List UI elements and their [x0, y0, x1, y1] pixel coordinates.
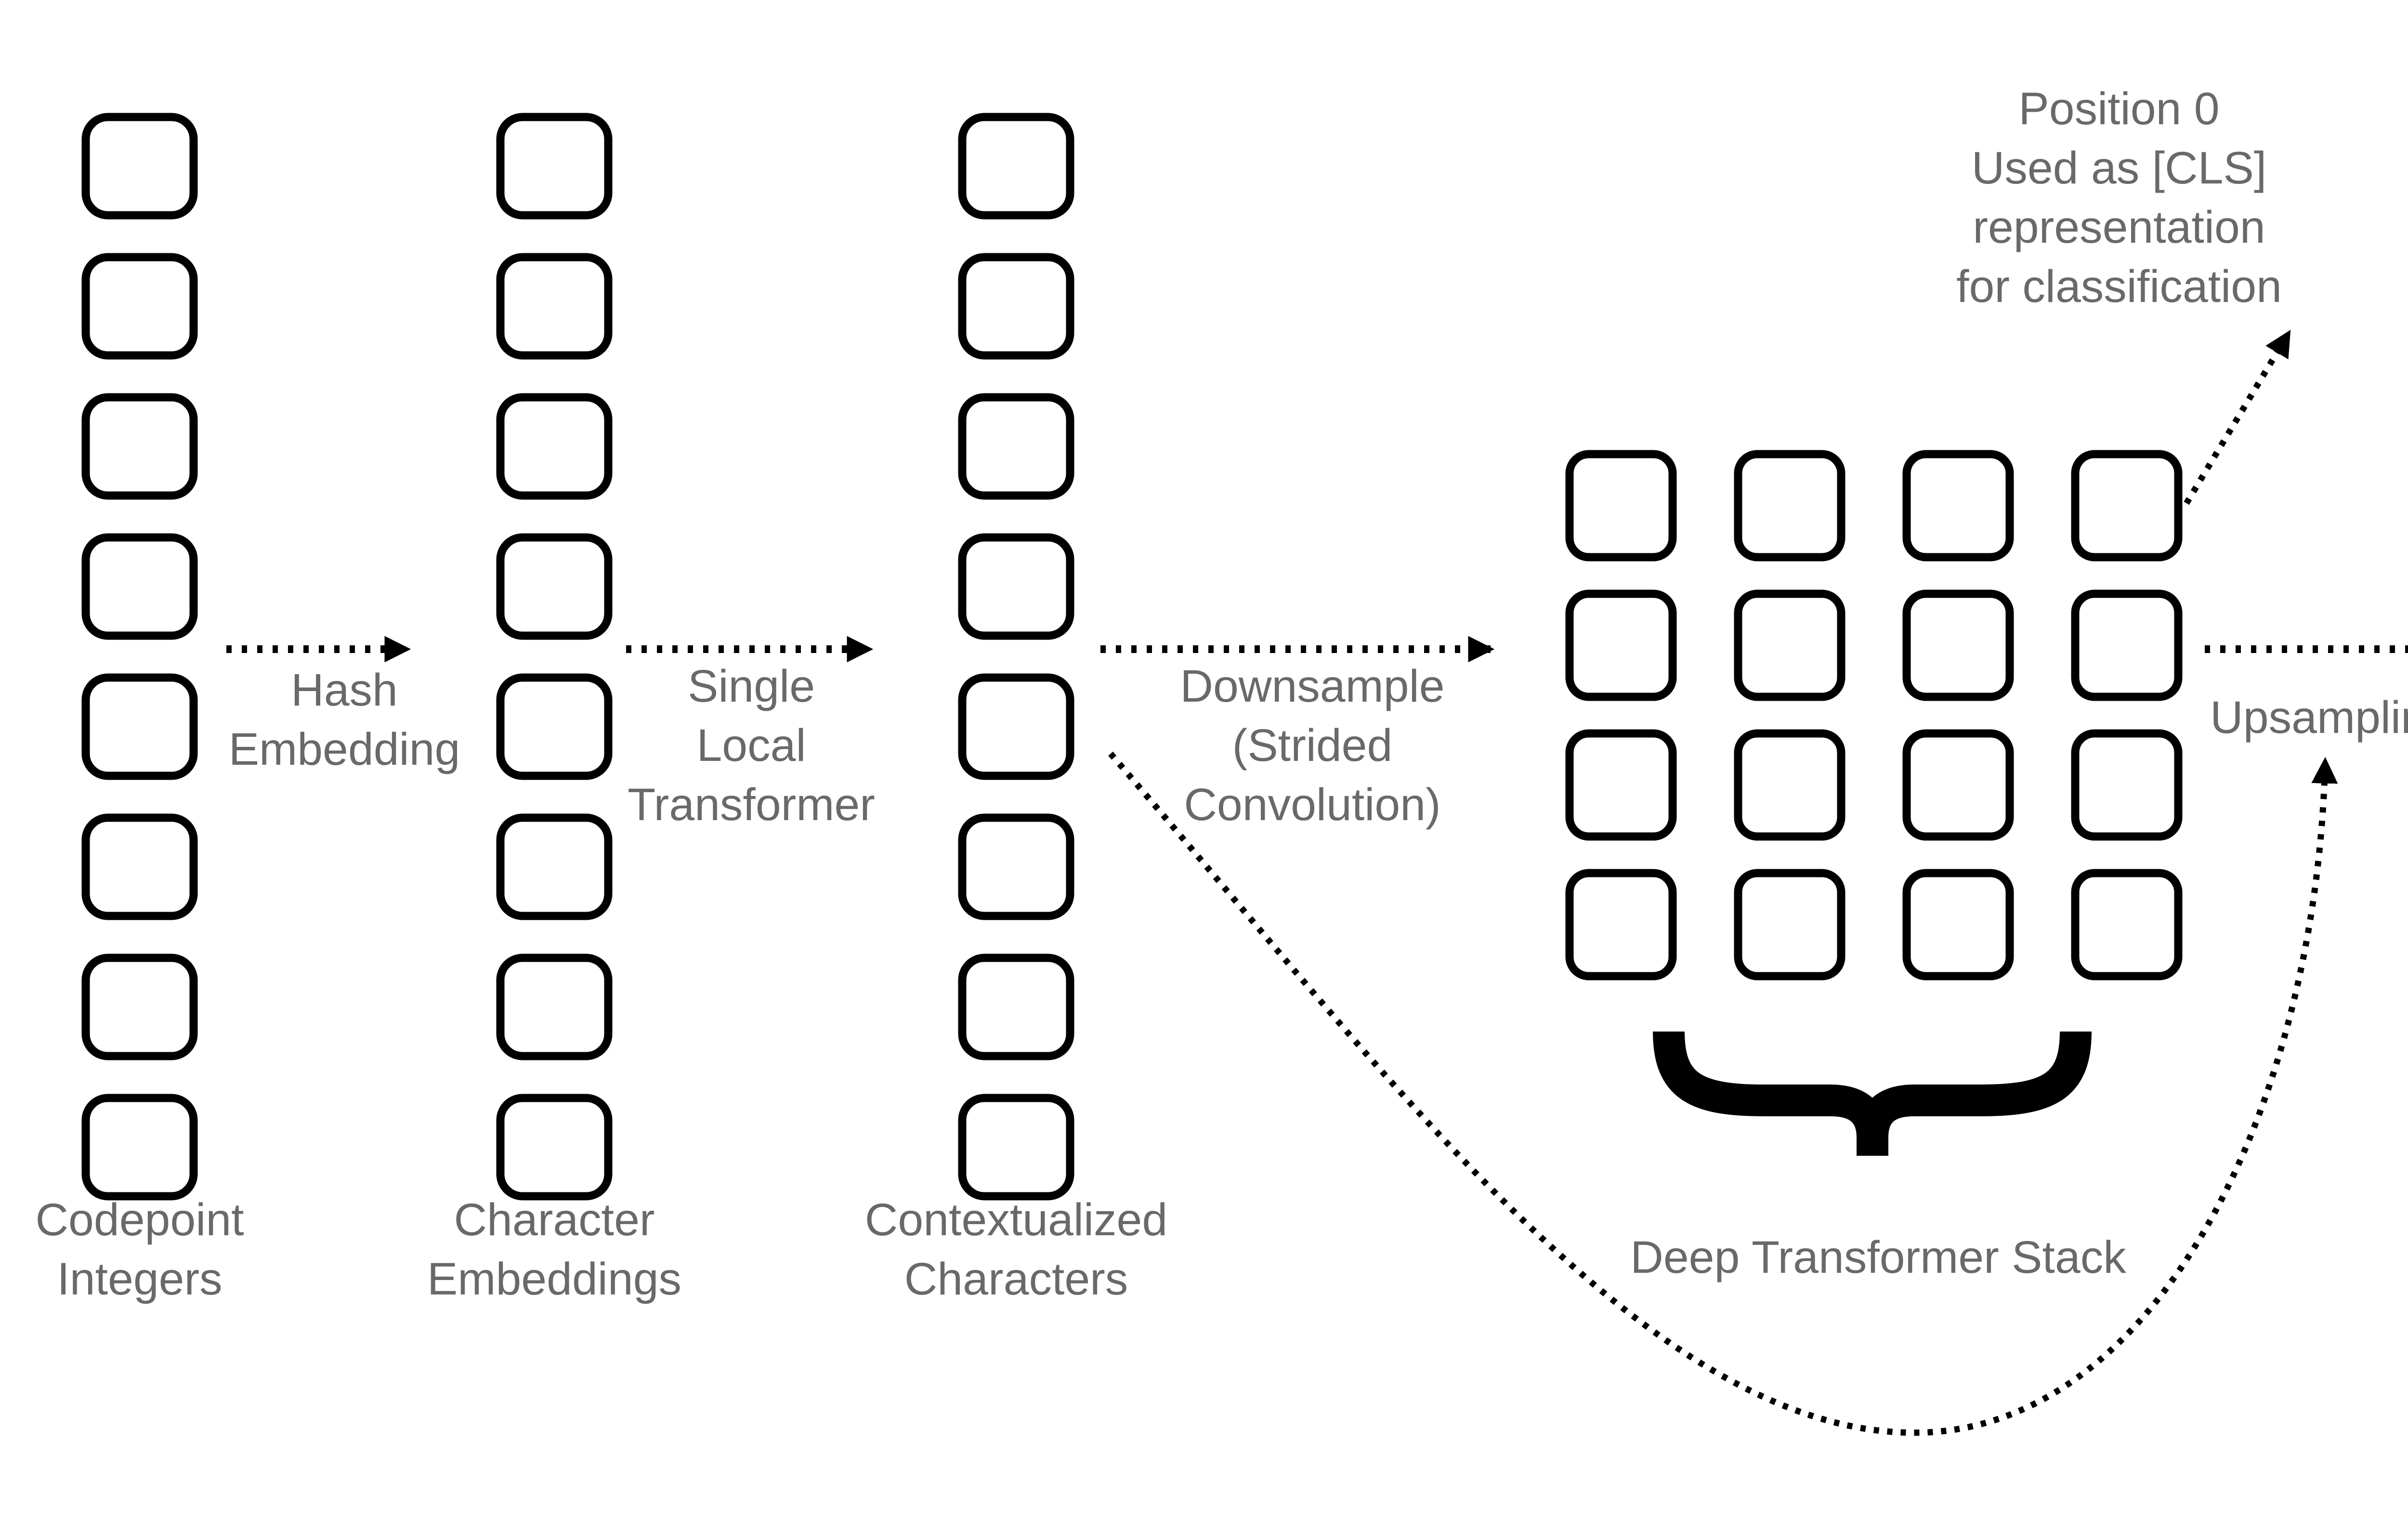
brace-icon — [1653, 1031, 2092, 1156]
token-box-deep-stack — [2071, 729, 2183, 841]
token-box-character-embeddings — [496, 533, 613, 640]
token-box-contextualized-characters — [958, 813, 1074, 920]
token-box-deep-stack — [1565, 450, 1677, 562]
token-box-codepoint-integers — [81, 113, 198, 220]
token-box-deep-stack — [2071, 869, 2183, 980]
token-box-deep-stack — [1902, 589, 2014, 701]
cls-note: Position 0 Used as [CLS] representation … — [1956, 83, 2282, 312]
label-deep-transformer-stack: Deep Transformer Stack — [1630, 1232, 2126, 1283]
token-box-codepoint-integers — [81, 813, 198, 920]
token-box-contextualized-characters — [958, 1094, 1074, 1201]
token-box-deep-stack — [2071, 450, 2183, 562]
token-box-deep-stack — [2071, 589, 2183, 701]
token-box-contextualized-characters — [958, 673, 1074, 780]
token-box-character-embeddings — [496, 673, 613, 780]
token-box-contextualized-characters — [958, 533, 1074, 640]
token-box-deep-stack — [1565, 869, 1677, 980]
token-box-deep-stack — [1734, 589, 1845, 701]
token-box-codepoint-integers — [81, 673, 198, 780]
cls-position0-arrow-icon — [2184, 329, 2291, 505]
label-codepoint-integers: Codepoint Integers — [35, 1194, 244, 1305]
token-box-deep-stack — [1902, 869, 2014, 980]
label-downsample-strided-convolution: Downsample (Strided Convolution) — [1180, 661, 1445, 830]
residual-curve-arrow-icon — [1108, 751, 2338, 1436]
token-box-deep-stack — [1565, 589, 1677, 701]
label-single-local-transformer: Single Local Transformer — [628, 661, 875, 830]
token-box-deep-stack — [1734, 729, 1845, 841]
token-box-contextualized-characters — [958, 393, 1074, 500]
token-box-character-embeddings — [496, 393, 613, 500]
token-box-character-embeddings — [496, 813, 613, 920]
label-upsampling: Upsampling — [2210, 692, 2408, 743]
token-box-deep-stack — [1734, 869, 1845, 980]
token-box-deep-stack — [1902, 729, 2014, 841]
label-hash-embedding: Hash Embedding — [228, 665, 460, 775]
token-box-codepoint-integers — [81, 393, 198, 500]
token-box-contextualized-characters — [958, 253, 1074, 360]
token-box-codepoint-integers — [81, 533, 198, 640]
token-box-character-embeddings — [496, 954, 613, 1060]
token-box-character-embeddings — [496, 1094, 613, 1201]
token-box-codepoint-integers — [81, 954, 198, 1060]
token-box-deep-stack — [1734, 450, 1845, 562]
token-box-codepoint-integers — [81, 1094, 198, 1201]
token-box-contextualized-characters — [958, 113, 1074, 220]
token-box-deep-stack — [1902, 450, 2014, 562]
token-box-character-embeddings — [496, 253, 613, 360]
token-box-deep-stack — [1565, 729, 1677, 841]
token-box-character-embeddings — [496, 113, 613, 220]
label-character-embeddings: Character Embeddings — [427, 1194, 682, 1305]
token-box-contextualized-characters — [958, 954, 1074, 1060]
token-box-codepoint-integers — [81, 253, 198, 360]
token-boxes-layer — [81, 113, 2183, 1201]
label-contextualized-characters: Contextualized Characters — [864, 1194, 1168, 1305]
